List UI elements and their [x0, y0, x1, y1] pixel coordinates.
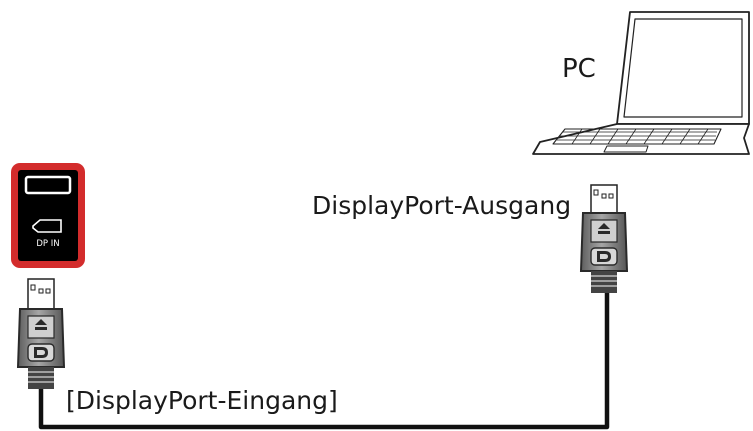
input-label: [DisplayPort-Eingang]: [66, 386, 338, 415]
displayport-cable: [38, 291, 610, 430]
output-label: DisplayPort-Ausgang: [312, 191, 572, 220]
displayport-socket-icon: DP IN: [11, 163, 85, 268]
port-label: DP IN: [36, 239, 59, 249]
pc-label: PC: [562, 54, 596, 84]
displayport-plug-icon: [579, 184, 629, 293]
displayport-plug-icon: [16, 278, 66, 389]
laptop-icon: [532, 11, 750, 155]
